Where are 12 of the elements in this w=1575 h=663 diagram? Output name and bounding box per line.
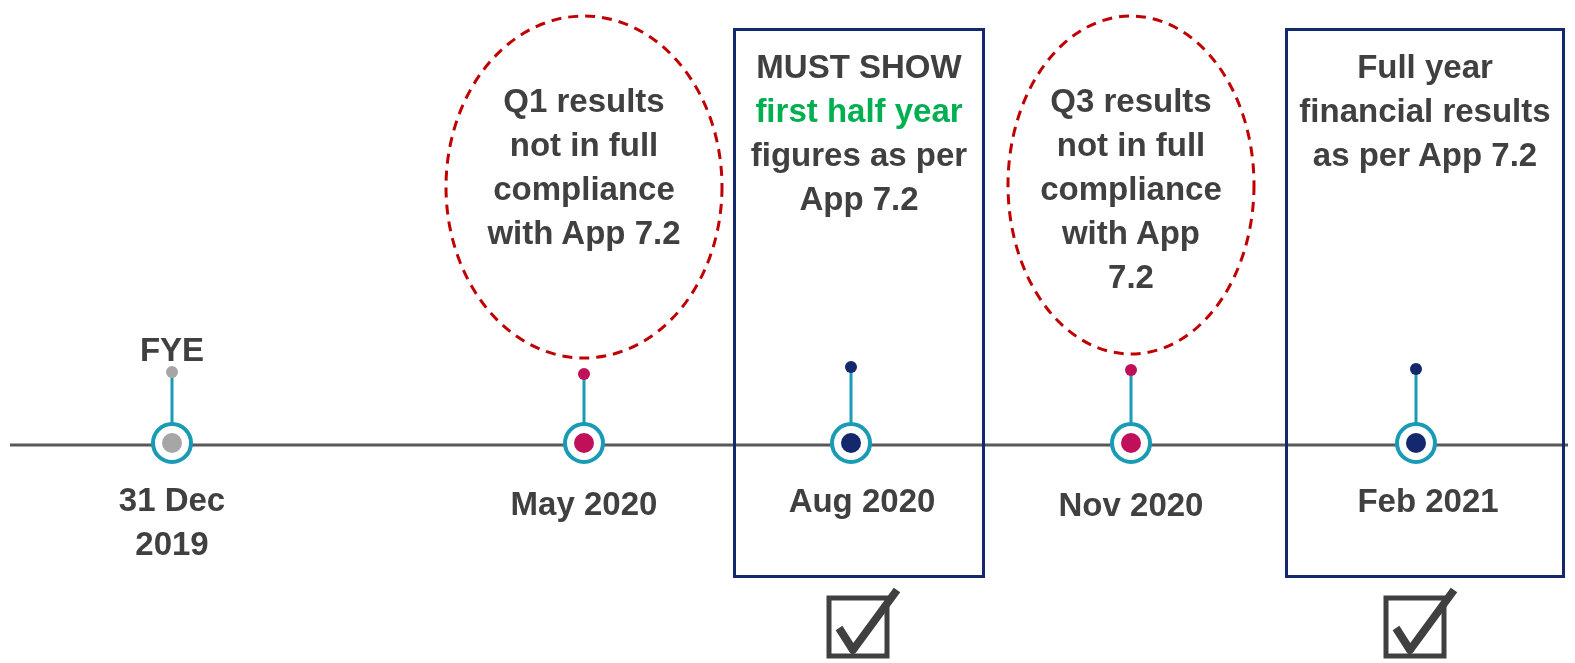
date-label: 31 Dec 2019 <box>117 480 227 564</box>
callout-text: Q1 results not in full compliance with App 7.2 <box>486 81 682 253</box>
date-label: Aug 2020 <box>787 481 937 521</box>
date-label: Nov 2020 <box>1057 485 1205 525</box>
date-label: Feb 2021 <box>1356 481 1500 521</box>
date-label: May 2020 <box>509 484 659 524</box>
period-label: FYE <box>138 330 206 370</box>
note-text: Full year financial results as per App 7.2 <box>1298 47 1552 175</box>
highlight-box <box>733 28 985 578</box>
highlight-box <box>1285 28 1565 578</box>
note-text: MUST SHOW first half year figures as per App 7.2 <box>749 47 969 219</box>
callout-text: Q3 results not in full compliance with App 7.2 <box>1039 81 1223 297</box>
